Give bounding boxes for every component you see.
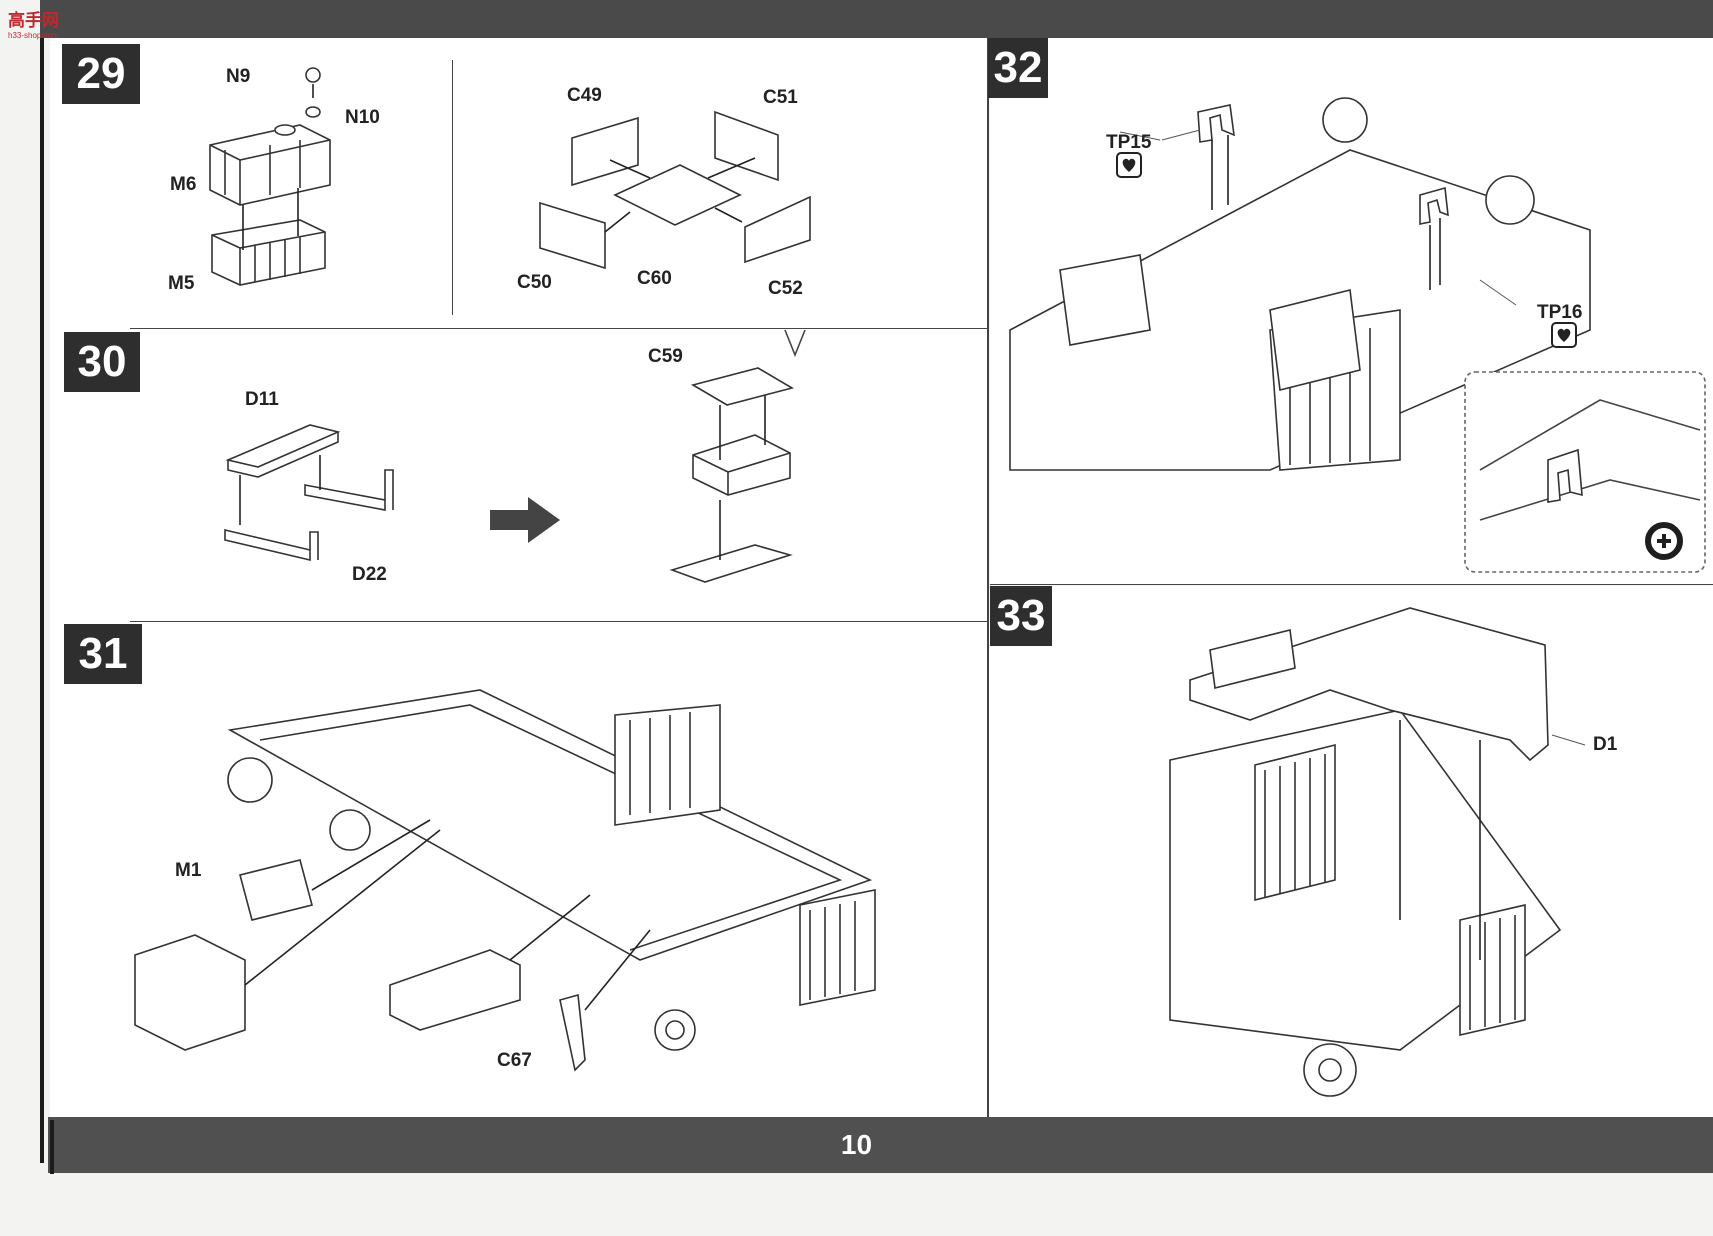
step-30-panel <box>50 328 988 620</box>
part-label-n10: N10 <box>345 107 380 128</box>
header-bar <box>40 0 1713 38</box>
chassis-drawing-33 <box>1169 709 1562 1097</box>
part-label-d22: D22 <box>352 564 387 585</box>
part-label-c51: C51 <box>763 87 798 108</box>
page-edge-bottom <box>50 1120 54 1174</box>
part-n9 <box>305 67 321 83</box>
part-label-m6: M6 <box>170 174 197 195</box>
part-label-d11: D11 <box>245 389 279 410</box>
part-label-c50: C50 <box>517 272 552 293</box>
step-29-inner-divider <box>452 60 453 315</box>
footer-bar <box>48 1117 1713 1173</box>
chassis-drawing-32 <box>1009 97 1591 471</box>
part-m1 <box>239 859 313 921</box>
part-label-m5: M5 <box>168 273 195 294</box>
step-number-29: 29 <box>62 44 140 104</box>
part-c50 <box>539 201 606 270</box>
part-fuel-tank-31 <box>134 934 246 1051</box>
part-tp16 <box>1419 186 1449 225</box>
part-label-c52: C52 <box>768 278 803 299</box>
part-c67 <box>559 993 586 1072</box>
part-c59 <box>690 367 795 406</box>
part-d1 <box>1189 607 1549 762</box>
part-tp15 <box>1197 104 1235 143</box>
part-d22-b <box>224 528 311 562</box>
step-number-30: 30 <box>64 332 140 392</box>
cement-icon <box>1551 322 1577 348</box>
part-label-m1: M1 <box>175 860 202 881</box>
part-label-tp15: TP15 <box>1106 132 1152 153</box>
part-c49 <box>571 116 639 187</box>
chassis-drawing-31 <box>227 689 876 1051</box>
part-n10 <box>305 106 321 118</box>
part-label-c67: C67 <box>497 1050 532 1071</box>
step-30-31-divider <box>130 621 988 622</box>
site-logo-text: 高手网 <box>8 11 59 30</box>
page-number: 10 <box>840 1129 873 1160</box>
part-c51 <box>714 110 779 182</box>
step-number-33: 33 <box>990 586 1052 646</box>
part-c52 <box>744 195 811 264</box>
arrow-right-icon <box>490 497 560 543</box>
cement-icon <box>1116 152 1142 178</box>
step-29-panel <box>50 38 988 328</box>
step-number-31: 31 <box>64 624 142 684</box>
part-d22-a <box>304 484 386 511</box>
part-label-c59: C59 <box>648 346 683 367</box>
site-logo: 高手网 h33-shop.com <box>8 6 68 40</box>
detail-tp-clip <box>1547 448 1583 503</box>
part-box-assembly <box>692 434 791 496</box>
zoom-in-icon <box>1645 522 1683 560</box>
part-c60 <box>613 164 742 226</box>
part-label-n9: N9 <box>226 66 251 87</box>
part-m6-tank <box>209 124 331 206</box>
site-logo-subtext: h33-shop.com <box>8 31 59 40</box>
part-d11 <box>225 424 341 468</box>
part-m5-bracket <box>211 219 326 286</box>
part-label-tp16: TP16 <box>1537 302 1583 323</box>
step-32-33-divider <box>990 584 1713 585</box>
part-label-c49: C49 <box>567 85 602 106</box>
step-number-32: 32 <box>988 38 1048 98</box>
page-edge <box>40 38 44 1163</box>
part-label-d1: D1 <box>1593 734 1618 755</box>
vertical-divider <box>987 38 989 1117</box>
part-label-c60: C60 <box>637 268 672 289</box>
part-battery-box-31 <box>389 949 521 1031</box>
step-29-30-divider <box>130 328 988 329</box>
detail-inset <box>1464 371 1706 573</box>
